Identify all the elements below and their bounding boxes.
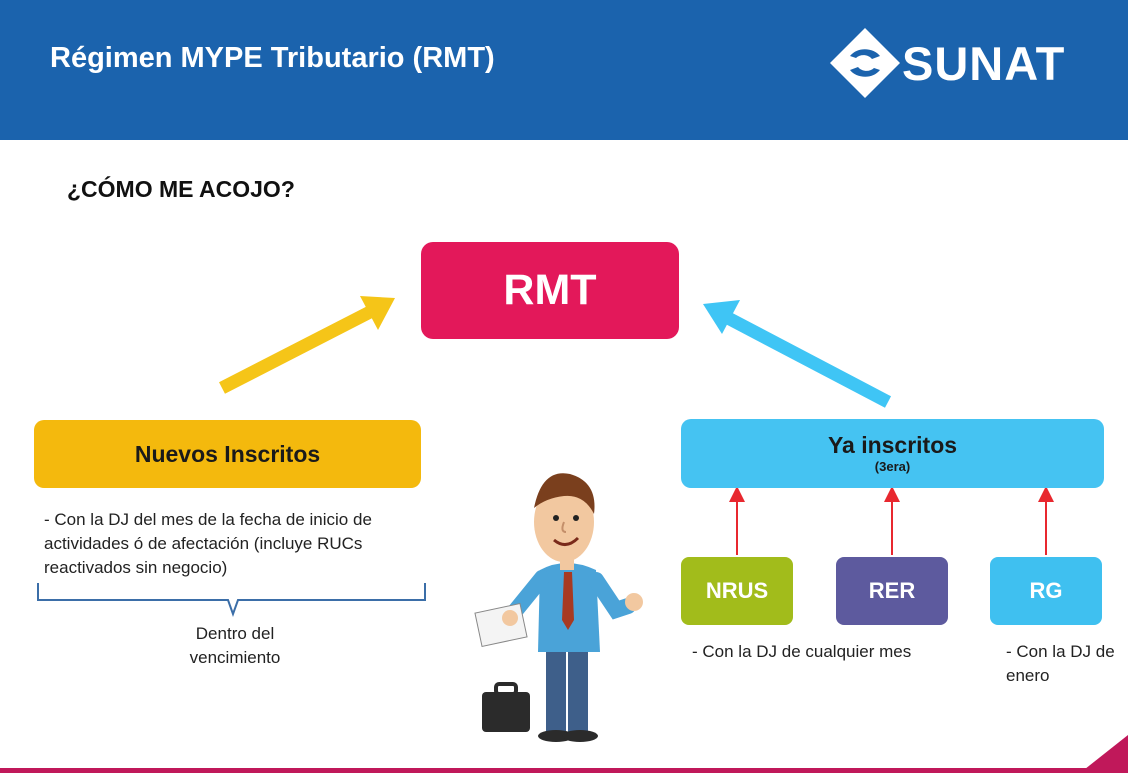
brace xyxy=(37,583,426,617)
rg-label: RG xyxy=(1029,578,1063,603)
bottom-bar xyxy=(0,768,1128,773)
corner-accent xyxy=(1080,735,1128,773)
businessman-with-paper-and-briefcase-icon xyxy=(474,473,643,742)
nrus-label: NRUS xyxy=(705,578,769,603)
left-arrow xyxy=(219,296,395,394)
rmt-box: RMT xyxy=(421,242,679,339)
nuevos-inscritos-label: Nuevos Inscritos xyxy=(134,440,321,467)
nrus-box: NRUS xyxy=(681,557,793,625)
rer-label: RER xyxy=(868,578,916,603)
ya-inscritos-box: Ya inscritos (3era) xyxy=(681,419,1104,488)
nuevos-inscritos-note: - Con la DJ del mes de la fecha de inici… xyxy=(44,510,372,577)
right-arrow xyxy=(703,300,892,408)
rer-box: RER xyxy=(836,557,948,625)
nrus-rer-note: - Con la DJ de cualquier mes xyxy=(692,642,912,661)
header-band xyxy=(0,0,1128,140)
rg-note: - Con la DJ de enero xyxy=(1006,642,1115,685)
brace-label: Dentro del vencimiento xyxy=(189,624,281,667)
nuevos-inscritos-box: Nuevos Inscritos xyxy=(34,420,421,488)
slide-title: Régimen MYPE Tributario (RMT) xyxy=(50,42,495,74)
rmt-label: RMT xyxy=(503,266,597,314)
ya-inscritos-sublabel: (3era) xyxy=(874,458,911,474)
section-subtitle: ¿CÓMO ME ACOJO? xyxy=(67,176,295,202)
sunat-logo-icon xyxy=(830,28,900,98)
rg-box: RG xyxy=(990,557,1102,625)
sunat-logo-text: SUNAT xyxy=(902,37,1066,90)
ya-inscritos-label: Ya inscritos xyxy=(827,431,958,458)
